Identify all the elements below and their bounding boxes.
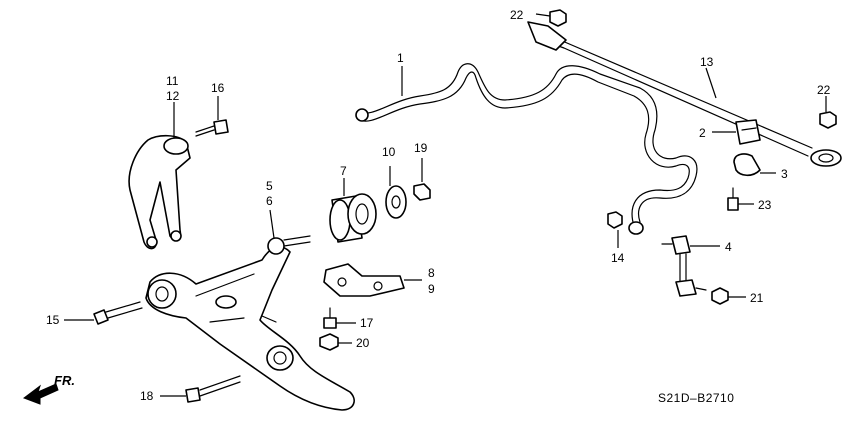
bracket-8-9 bbox=[323, 263, 405, 297]
nut-22-right bbox=[819, 111, 837, 129]
bolt-18 bbox=[185, 375, 241, 403]
callout-17: 17 bbox=[360, 316, 374, 330]
callout-23: 23 bbox=[758, 198, 772, 212]
callout-4: 4 bbox=[725, 240, 732, 254]
callout-3: 3 bbox=[781, 167, 788, 181]
callout-14: 14 bbox=[611, 251, 625, 265]
callout-5: 5 bbox=[266, 179, 273, 193]
callout-22-top: 22 bbox=[510, 8, 524, 22]
callout-11: 11 bbox=[166, 74, 179, 88]
bolt-23 bbox=[727, 187, 739, 211]
callout-6: 6 bbox=[266, 194, 273, 208]
callout-9: 9 bbox=[428, 282, 435, 296]
callout-12: 12 bbox=[166, 89, 180, 103]
callout-13: 13 bbox=[700, 55, 714, 69]
stabilizer-link-bar bbox=[527, 21, 842, 167]
knuckle-bracket-11-12 bbox=[128, 134, 191, 250]
callout-18: 18 bbox=[140, 389, 154, 403]
nut-14 bbox=[607, 211, 623, 229]
callout-20: 20 bbox=[356, 336, 370, 350]
callout-8: 8 bbox=[428, 266, 435, 280]
compliance-bushing-7 bbox=[329, 193, 377, 243]
bolt-15 bbox=[93, 301, 143, 325]
front-direction-arrow bbox=[22, 383, 59, 405]
washer-10 bbox=[385, 185, 407, 219]
leader-lines bbox=[64, 13, 827, 397]
callout-16: 16 bbox=[211, 81, 225, 95]
nut-19 bbox=[413, 183, 431, 201]
callout-10: 10 bbox=[382, 145, 396, 159]
bolt-17 bbox=[323, 307, 337, 329]
nut-20 bbox=[319, 333, 339, 351]
nut-22-top bbox=[549, 9, 567, 27]
lower-arm bbox=[145, 235, 355, 411]
callout-2: 2 bbox=[699, 126, 706, 140]
stabilizer-bushing-2 bbox=[735, 119, 761, 145]
callout-22-right: 22 bbox=[817, 83, 831, 97]
callout-19: 19 bbox=[414, 141, 428, 155]
callout-1: 1 bbox=[397, 51, 404, 65]
stabilizer-bar bbox=[355, 63, 698, 235]
callout-15: 15 bbox=[46, 313, 60, 327]
nut-21 bbox=[711, 287, 729, 305]
bolt-16 bbox=[195, 119, 229, 137]
diagram-code: S21D–B2710 bbox=[658, 391, 734, 405]
direction-label: FR. bbox=[54, 373, 75, 388]
callout-7: 7 bbox=[340, 164, 347, 178]
bushing-holder-3 bbox=[733, 153, 761, 177]
callout-21: 21 bbox=[750, 291, 764, 305]
stabilizer-link-4 bbox=[661, 235, 707, 297]
